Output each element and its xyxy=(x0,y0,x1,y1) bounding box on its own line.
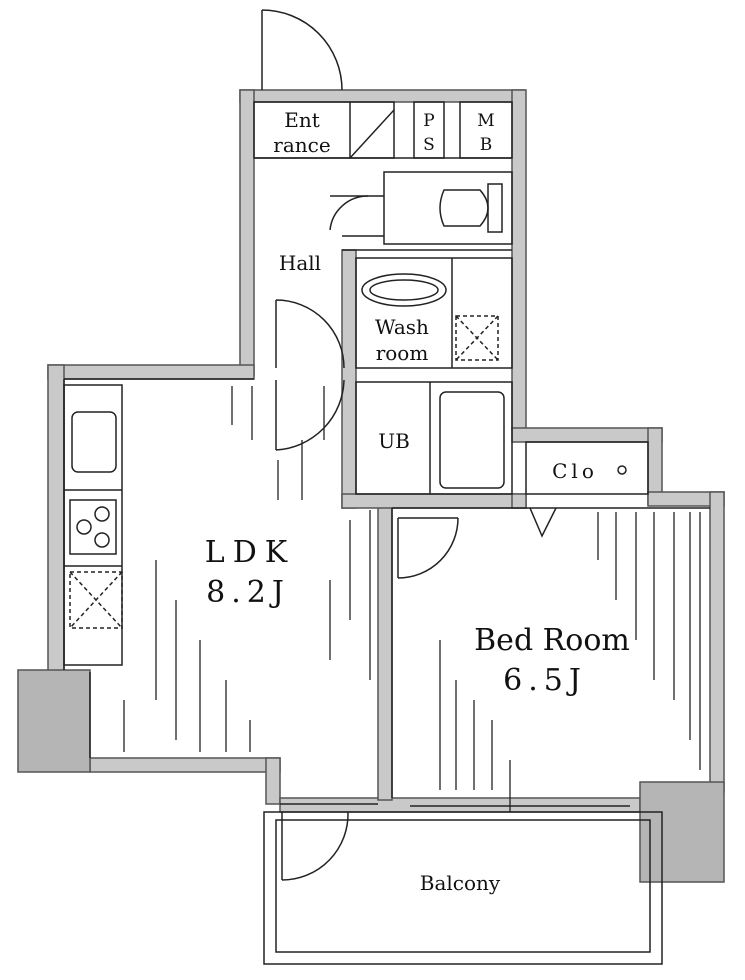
clo-label: Clo xyxy=(552,459,598,483)
washroom-label-line1: Wash xyxy=(375,315,429,339)
mb-label-line2: B xyxy=(480,135,493,155)
appliance-space-icon xyxy=(69,571,123,629)
pillar-left xyxy=(17,669,91,773)
entrance-label-line1: Ent xyxy=(284,108,320,132)
bedroom-label: Bed Room xyxy=(474,623,630,658)
stove-burner-icon xyxy=(69,499,117,555)
outer-walls xyxy=(47,89,725,813)
ps-label-line1: P xyxy=(423,111,434,131)
ub-label: UB xyxy=(378,429,410,453)
mb-label-line1: M xyxy=(477,111,494,131)
washroom-label-line2: room xyxy=(376,341,429,365)
appliance-space-icon xyxy=(455,315,499,361)
washbasin-icon xyxy=(361,273,447,307)
clo-rail-icon xyxy=(617,465,627,475)
inner-lines xyxy=(63,101,710,965)
balcony-label: Balcony xyxy=(420,871,501,895)
floor-texture xyxy=(123,386,701,812)
ps-label-line2: S xyxy=(423,135,435,155)
ldk-size-label: 8.2J xyxy=(206,575,290,610)
entrance-label-line2: rance xyxy=(273,133,330,157)
bathtub-icon xyxy=(439,391,505,489)
toilet-icon xyxy=(439,183,503,233)
pillar-right xyxy=(639,781,725,883)
hall-label: Hall xyxy=(279,251,321,275)
sink-icon xyxy=(71,411,117,473)
bedroom-size-label: 6.5J xyxy=(503,663,587,698)
ldk-label: LDK xyxy=(205,535,295,570)
